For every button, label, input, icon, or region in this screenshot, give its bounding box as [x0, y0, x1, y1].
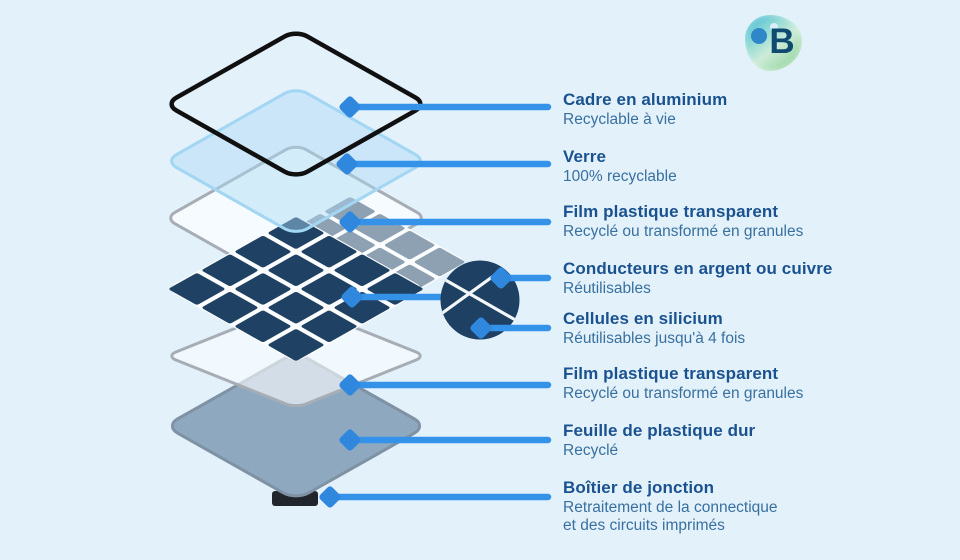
label-title: Feuille de plastique dur [563, 421, 756, 440]
logo-light-dot-icon [770, 23, 778, 31]
label-conductors: Conducteurs en argent ou cuivre Réutilis… [563, 259, 908, 298]
label-title: Verre [563, 147, 607, 166]
label-title: Film plastique transparent [563, 202, 779, 221]
label-title: Cellules en silicium [563, 309, 723, 328]
marker-cells [470, 317, 492, 339]
label-desc: Recyclé ou transformé en granules [563, 385, 804, 402]
marker-film-top [339, 211, 361, 233]
conductor-x-lines [440, 270, 520, 324]
label-title: Cadre en aluminium [563, 90, 728, 109]
label-desc: Réutilisables [563, 280, 651, 297]
connector-markers [319, 96, 512, 508]
label-desc: Recyclable à vie [563, 111, 676, 128]
marker-frame [339, 96, 361, 118]
label-film-top: Film plastique transparent Recyclé ou tr… [563, 202, 908, 241]
marker-grid [341, 286, 363, 308]
marker-junction [319, 486, 341, 508]
connector-lines [326, 103, 552, 501]
label-film-bottom: Film plastique transparent Recyclé ou tr… [563, 364, 908, 403]
label-aluminium-frame: Cadre en aluminium Recyclable à vie [563, 90, 908, 129]
marker-backsheet [339, 429, 361, 451]
label-silicon-cells: Cellules en silicium Réutilisables jusqu… [563, 309, 908, 348]
label-desc: Réutilisables jusqu'à 4 fois [563, 330, 746, 347]
label-desc: 100% recyclable [563, 168, 677, 185]
marker-glass [336, 153, 358, 175]
logo-letter: B [769, 22, 795, 61]
label-title: Conducteurs en argent ou cuivre [563, 259, 833, 278]
label-junction-box: Boîtier de jonction Retraitement de la c… [563, 478, 908, 535]
label-title: Film plastique transparent [563, 364, 779, 383]
label-desc: Retraitement de la connectique et des ci… [563, 499, 778, 534]
brand-logo: B [745, 15, 802, 71]
label-title: Boîtier de jonction [563, 478, 715, 497]
label-desc: Recyclé [563, 442, 619, 459]
marker-conductors [490, 267, 512, 289]
logo-blue-dot-icon [751, 28, 767, 44]
backsheet-layer [165, 352, 427, 500]
label-backsheet: Feuille de plastique dur Recyclé [563, 421, 908, 460]
glass-layer [165, 87, 427, 235]
label-glass: Verre 100% recyclable [563, 147, 908, 186]
marker-film-bottom [339, 374, 361, 396]
label-desc: Recyclé ou transformé en granules [563, 223, 804, 240]
aluminium-frame-layer [165, 30, 427, 178]
